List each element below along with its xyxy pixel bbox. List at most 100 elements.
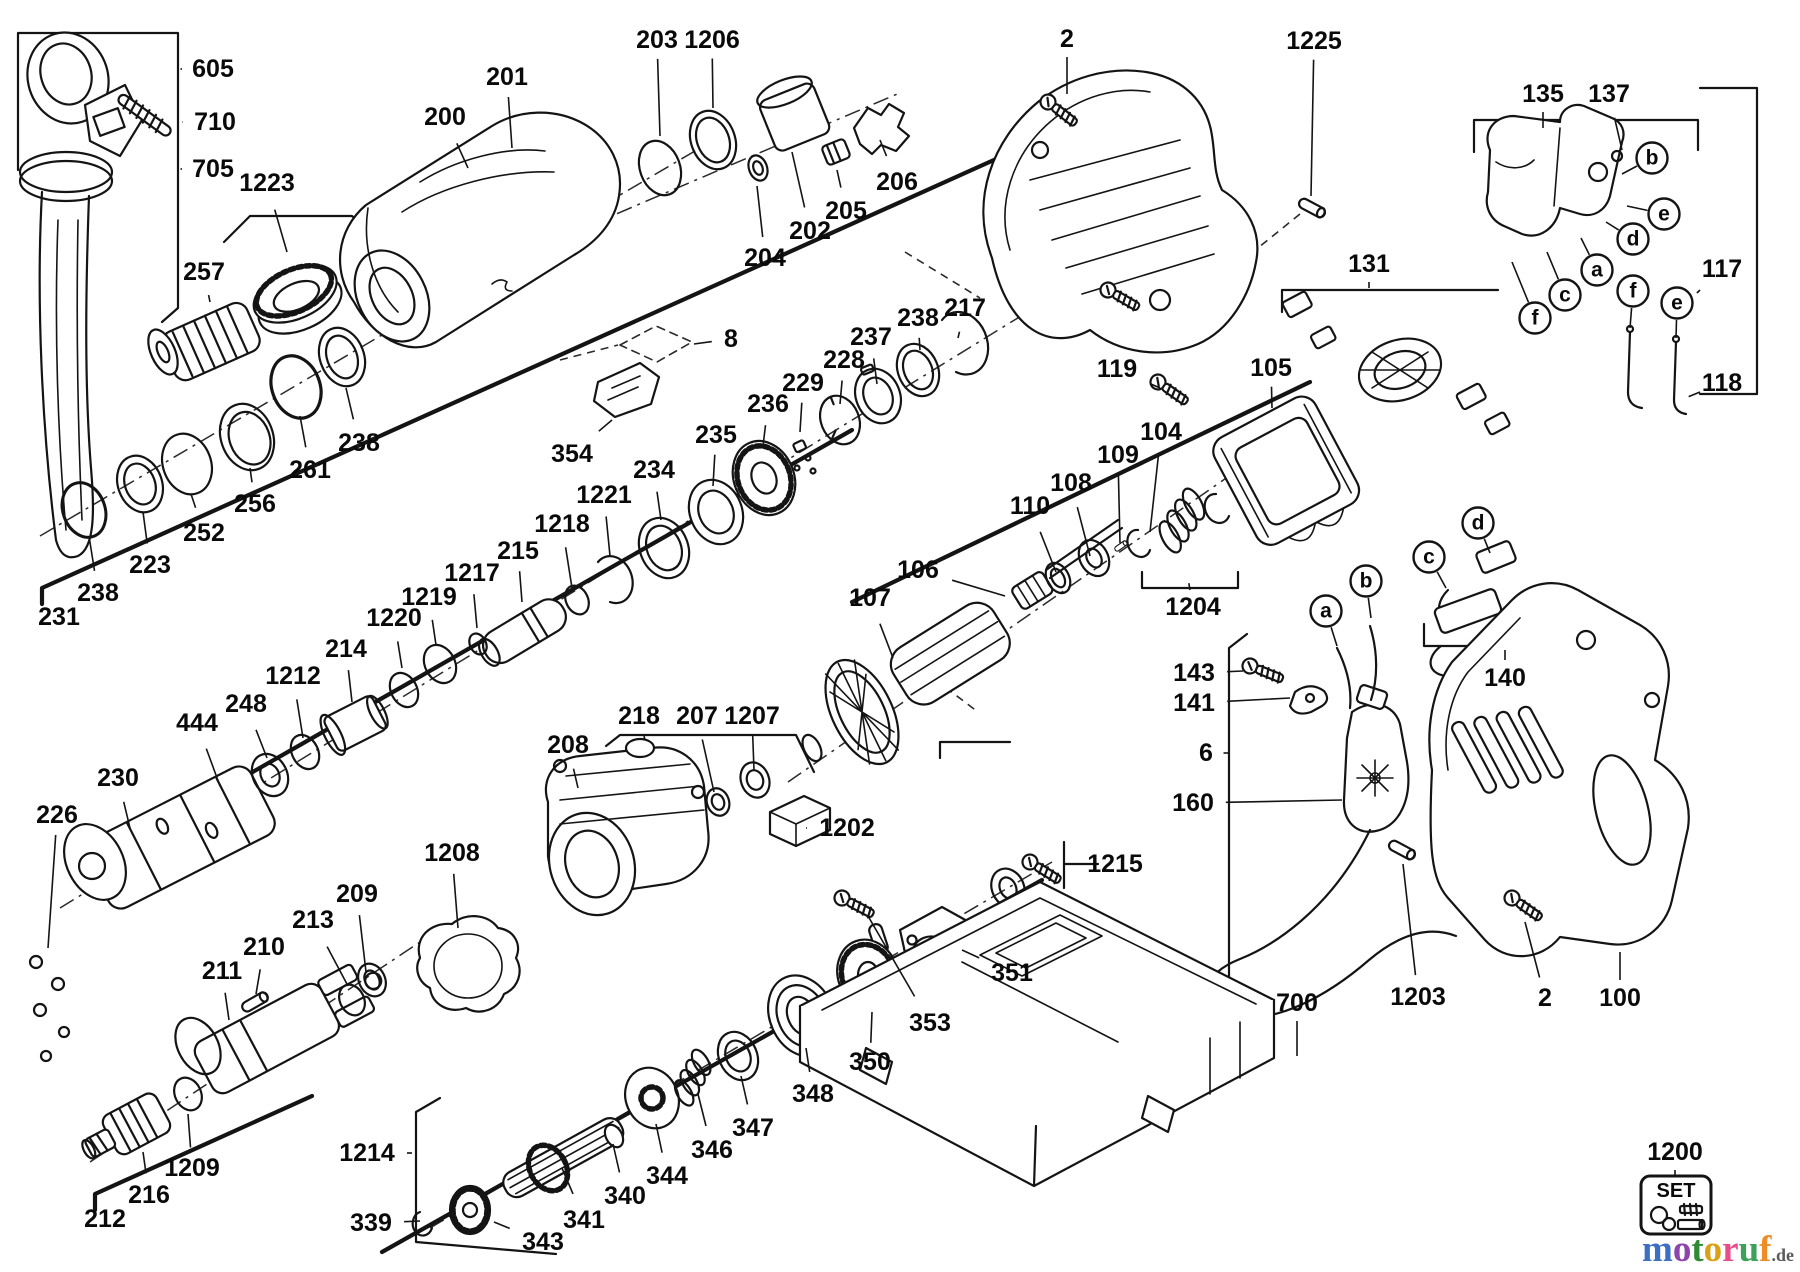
reference-circle-c bbox=[1548, 278, 1582, 312]
dashed-construction-lines bbox=[559, 213, 1301, 713]
leader-line-350 bbox=[870, 1011, 873, 1043]
leader-line-341 bbox=[561, 1167, 574, 1195]
leader-line-f bbox=[1511, 261, 1530, 303]
leader-line-256 bbox=[249, 467, 253, 483]
leader-line-108 bbox=[1076, 506, 1091, 557]
leader-line-141 bbox=[1227, 697, 1291, 703]
part-label-1202-67: 1202 bbox=[819, 814, 875, 842]
part-label-605-0: 605 bbox=[192, 55, 234, 83]
reference-circle-d bbox=[1461, 506, 1495, 540]
part-label-1209-86: 1209 bbox=[164, 1154, 220, 1182]
part-label-206-12: 206 bbox=[876, 168, 918, 196]
leader-line-238 bbox=[88, 535, 96, 572]
leader-line-1203 bbox=[1402, 863, 1417, 976]
part-label-143-58: 143 bbox=[1173, 659, 1215, 687]
leader-line-1212 bbox=[296, 699, 304, 739]
logo-letter: o bbox=[1704, 1229, 1723, 1270]
leader-line-104 bbox=[1149, 452, 1160, 533]
part-label-117-19: 117 bbox=[1702, 255, 1742, 283]
part-label-235-37: 235 bbox=[695, 421, 737, 449]
leader-line-f bbox=[1629, 307, 1633, 329]
part-label-e-95: e bbox=[1658, 203, 1670, 226]
leader-line-215 bbox=[518, 571, 523, 603]
grease-cap-216 bbox=[81, 1092, 172, 1160]
screw-353 bbox=[830, 886, 878, 923]
plug-205 bbox=[821, 138, 851, 166]
leader-line-109 bbox=[1117, 473, 1121, 544]
pin-1203 bbox=[1386, 837, 1418, 863]
part-label-1204-30: 1204 bbox=[1165, 593, 1221, 621]
brush-wire-drawing bbox=[1429, 324, 1688, 678]
leader-line-d bbox=[1605, 221, 1620, 231]
part-label-107-29: 107 bbox=[849, 584, 891, 612]
logo-letter: u bbox=[1739, 1229, 1760, 1270]
leader-line-205 bbox=[836, 169, 842, 188]
part-label-229-35: 229 bbox=[782, 369, 824, 397]
part-label-256-47: 256 bbox=[234, 490, 276, 518]
part-label-137-18: 137 bbox=[1588, 80, 1630, 108]
case-drawing bbox=[798, 880, 1276, 1188]
part-label-f-99: f bbox=[1532, 307, 1540, 330]
leader-line-1221 bbox=[605, 516, 611, 557]
part-label-8-13: 8 bbox=[724, 325, 738, 353]
front-cap-202 bbox=[756, 75, 831, 152]
leader-line-235 bbox=[712, 454, 716, 487]
gearbox-drawing bbox=[416, 737, 832, 1013]
leader-line-119 bbox=[1149, 382, 1161, 389]
leader-line-1208 bbox=[452, 873, 459, 929]
reference-circle-c bbox=[1412, 540, 1446, 574]
leader-line-1218 bbox=[564, 547, 573, 589]
part-label-444-55: 444 bbox=[176, 709, 218, 737]
set-label: SET bbox=[1657, 1180, 1696, 1202]
leader-line-238 bbox=[918, 337, 921, 351]
part-label-108-26: 108 bbox=[1050, 469, 1092, 497]
leader-line-e bbox=[1626, 205, 1648, 212]
part-label-2-15: 2 bbox=[1060, 25, 1074, 53]
reference-circle-f bbox=[1616, 274, 1650, 308]
pin-1225 bbox=[1296, 195, 1328, 221]
part-label-1218-40: 1218 bbox=[534, 510, 590, 538]
logo-letter: t bbox=[1691, 1229, 1704, 1270]
part-label-1223-3: 1223 bbox=[239, 169, 295, 197]
reference-circle-e bbox=[1660, 286, 1694, 320]
leader-line-213 bbox=[326, 946, 349, 987]
part-label-261-46: 261 bbox=[289, 456, 331, 484]
leader-line-234 bbox=[656, 491, 662, 521]
part-label-210-71: 210 bbox=[243, 933, 285, 961]
leader-line-346 bbox=[697, 1093, 707, 1127]
part-label-160-61: 160 bbox=[1172, 789, 1214, 817]
part-label-214-52: 214 bbox=[325, 635, 367, 663]
part-label-209-69: 209 bbox=[336, 880, 378, 908]
part-label-205-11: 205 bbox=[825, 197, 867, 225]
part-label-348-77: 348 bbox=[792, 1080, 834, 1108]
leader-line-252 bbox=[190, 493, 197, 509]
logo-letter: m bbox=[1642, 1229, 1673, 1270]
part-label-211-72: 211 bbox=[202, 957, 242, 985]
part-label-a-97: a bbox=[1591, 259, 1603, 282]
part-label-1225-16: 1225 bbox=[1286, 27, 1342, 55]
part-label-207-64: 207 bbox=[676, 702, 718, 730]
part-label-1206-8: 1206 bbox=[684, 26, 740, 54]
hammer-tube-drawing bbox=[28, 632, 488, 1063]
part-label-f-100: f bbox=[1630, 280, 1638, 303]
leader-line-339 bbox=[404, 1220, 421, 1223]
leader-line-204 bbox=[756, 185, 764, 238]
callout-leader-lines bbox=[47, 57, 1701, 1230]
part-label-1214-85: 1214 bbox=[339, 1139, 395, 1167]
part-label-231-51: 231 bbox=[38, 603, 80, 631]
part-label-248-54: 248 bbox=[225, 690, 267, 718]
leader-line-230 bbox=[122, 801, 131, 829]
part-label-1220-44: 1220 bbox=[366, 604, 422, 632]
chuck-drawing bbox=[147, 262, 343, 382]
leader-line-b bbox=[1367, 597, 1372, 619]
part-label-341-82: 341 bbox=[563, 1206, 605, 1234]
leader-line-b bbox=[1621, 165, 1638, 175]
leader-line-207 bbox=[701, 739, 715, 793]
leader-line-8 bbox=[693, 340, 712, 345]
part-label-e-101: e bbox=[1671, 292, 1683, 315]
part-label-6-60: 6 bbox=[1199, 739, 1213, 767]
leader-line-1204 bbox=[1188, 583, 1191, 591]
reference-circle-e bbox=[1647, 197, 1681, 231]
part-label-1200-93: 1200 bbox=[1647, 1138, 1703, 1166]
